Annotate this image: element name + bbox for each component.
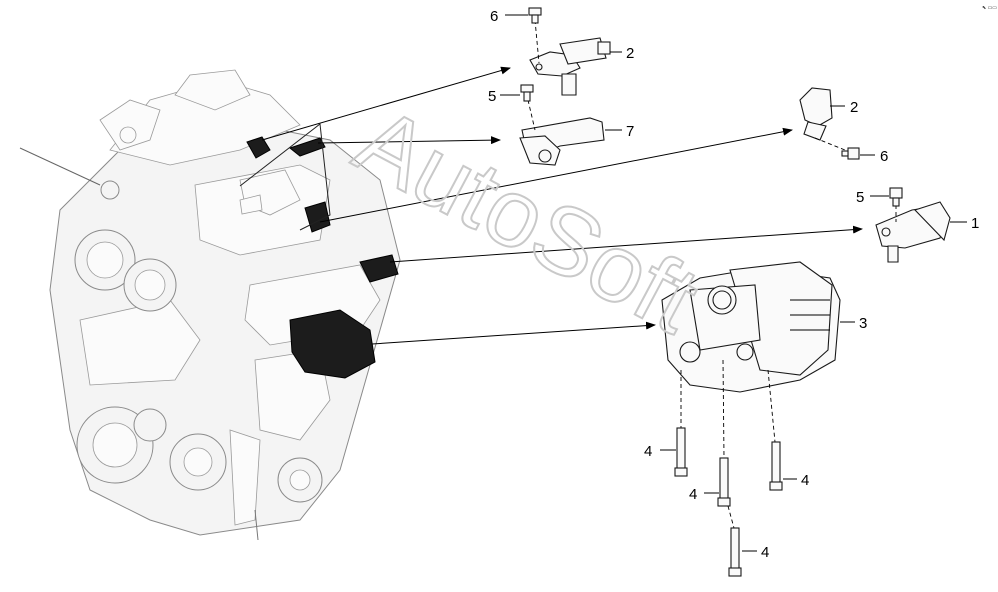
bolt-4-left xyxy=(674,370,688,477)
callout-1: 1 xyxy=(971,215,979,232)
corner-mark: ⬉ ▭▭ xyxy=(982,5,997,11)
part-1-sensor xyxy=(875,201,951,263)
bolt-5-right xyxy=(889,187,903,207)
callout-3: 3 xyxy=(859,315,867,332)
part-2-top-sensor xyxy=(529,19,611,96)
bolt-6-right xyxy=(841,147,860,160)
bolt-4-right xyxy=(767,369,783,491)
part-3-throttle-body xyxy=(661,261,841,393)
callouts: 6 2 5 7 2 6 5 1 3 4 4 4 4 xyxy=(488,8,979,561)
part-2-right-sensor xyxy=(799,87,851,153)
callout-6-top: 6 xyxy=(490,8,498,25)
callout-4-right: 4 xyxy=(801,472,809,489)
bolt-4-middle xyxy=(717,359,731,507)
callout-6-right: 6 xyxy=(880,148,888,165)
callout-leaders xyxy=(500,14,967,552)
part-7-sensor xyxy=(519,99,605,166)
callout-2-right: 2 xyxy=(850,99,858,116)
bolt-4-bottom xyxy=(727,505,742,577)
callout-4-bottom: 4 xyxy=(761,544,769,561)
engine-assembly xyxy=(19,69,401,541)
callout-2-top: 2 xyxy=(626,45,634,62)
callout-4-left: 4 xyxy=(644,443,652,460)
watermark: AutoSoft xyxy=(338,86,715,355)
bolt-6-top xyxy=(528,7,542,24)
svg-text:AutoSoft: AutoSoft xyxy=(339,87,714,354)
bolt-5-top xyxy=(520,84,534,102)
engine-sensor-highlights xyxy=(246,136,399,379)
callout-5-right: 5 xyxy=(856,189,864,206)
callout-7: 7 xyxy=(626,123,634,140)
pointer-arrows xyxy=(239,66,863,345)
callout-5-top: 5 xyxy=(488,88,496,105)
callout-4-middle: 4 xyxy=(689,486,697,503)
